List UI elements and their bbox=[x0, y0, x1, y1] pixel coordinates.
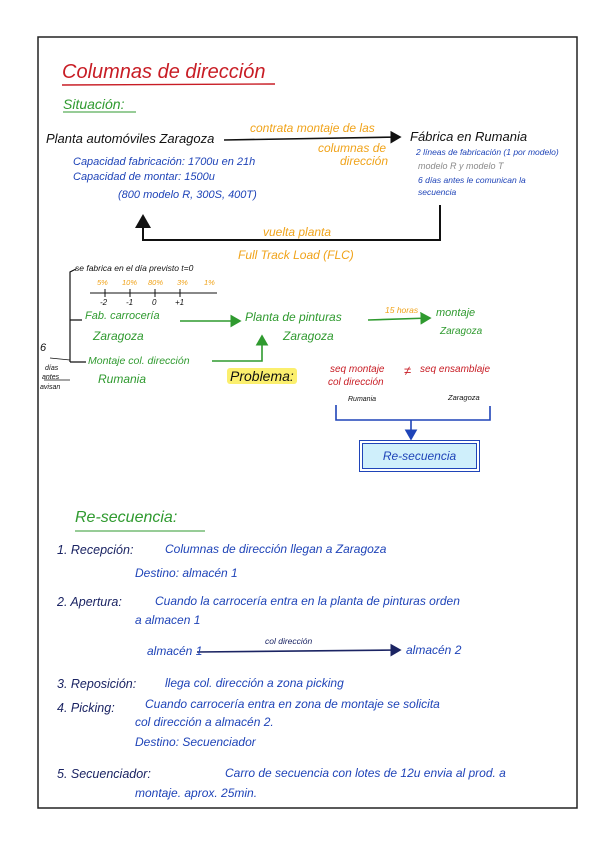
problem-place-a: Rumania bbox=[348, 396, 377, 403]
capacity-assembly: Capacidad de montar: 1500u bbox=[73, 171, 215, 183]
capacity-fabrication: Capacidad fabricación: 1700u en 21h bbox=[73, 156, 256, 168]
timeline-percent: 10% bbox=[122, 278, 138, 287]
problem-seq-assembly-sub: col dirección bbox=[328, 377, 384, 388]
transfer-from: almacén 1 bbox=[147, 644, 203, 658]
assembly-location: Zaragoza bbox=[440, 326, 483, 337]
side-note-text: avisan bbox=[40, 384, 61, 391]
step-1-label: 1. Recepción: bbox=[57, 543, 134, 557]
step-5-text: Carro de secuencia con lotes de 12u envi… bbox=[225, 766, 506, 780]
plant-label: Planta automóviles Zaragoza bbox=[46, 131, 215, 146]
timeline-tick-label: 0 bbox=[152, 298, 157, 307]
return-label: vuelta planta bbox=[263, 225, 332, 239]
paint-shop-label: Planta de pinturas bbox=[245, 310, 342, 324]
problem-not-equal: ≠ bbox=[404, 363, 412, 378]
body-shop-location: Zaragoza bbox=[93, 329, 144, 343]
transfer-arrow-icon bbox=[196, 643, 402, 657]
factory-note-sequence: secuencia bbox=[418, 187, 457, 197]
step-5-label: 5. Secuenciador: bbox=[57, 767, 151, 781]
situacion-heading: Situación: bbox=[63, 96, 125, 112]
paint-to-assembly-arrow-icon bbox=[367, 311, 432, 325]
resequence-box-label: Re-secuencia bbox=[382, 449, 457, 463]
step-3-label: 3. Reposición: bbox=[57, 677, 137, 691]
return-loop-arrow-icon bbox=[135, 205, 441, 241]
timeline-ticks bbox=[104, 289, 181, 297]
timeline-percent: 5% bbox=[97, 278, 108, 287]
step-4-text: Cuando carrocería entra en zona de monta… bbox=[145, 697, 440, 711]
step-4-text: col dirección a almacén 2. bbox=[135, 715, 274, 729]
factory-label: Fábrica en Rumania bbox=[410, 129, 528, 144]
transfer-to: almacén 2 bbox=[406, 643, 462, 657]
contract-line-3: dirección bbox=[340, 154, 389, 168]
problem-bracket bbox=[335, 405, 491, 421]
timeline-percent: 80% bbox=[148, 278, 164, 287]
step-2-text: Cuando la carrocería entra en la planta … bbox=[155, 594, 460, 608]
problem-label: Problema: bbox=[227, 368, 297, 384]
timeline-caption: se fabrica en el día previsto t=0 bbox=[75, 263, 194, 273]
paint-shop-location: Zaragoza bbox=[283, 329, 334, 343]
step-2-label: 2. Apertura: bbox=[57, 595, 122, 609]
step-4-label: 4. Picking: bbox=[57, 701, 115, 715]
timeline-tick-label: -1 bbox=[126, 298, 134, 307]
duration-label: 15 horas bbox=[385, 305, 419, 315]
problem-seq-assembly: seq montaje bbox=[330, 364, 385, 375]
factory-note-lines: 2 líneas de fabricación (1 por modelo) bbox=[416, 147, 559, 157]
side-note-text: antes bbox=[42, 374, 60, 381]
steering-assembly-location: Rumania bbox=[98, 372, 147, 386]
step-4-text: Destino: Secuenciador bbox=[135, 735, 256, 749]
problem-place-b: Zaragoza bbox=[448, 393, 480, 402]
factory-note-models: modelo R y modelo T bbox=[418, 161, 504, 171]
problem-seq-ensamble: seq ensamblaje bbox=[420, 364, 491, 375]
contract-line-1: contrata montaje de las bbox=[250, 121, 375, 135]
assembly-label: montaje bbox=[436, 307, 476, 319]
timeline-percent: 1% bbox=[204, 278, 215, 287]
side-note-text: días bbox=[45, 365, 59, 372]
left-bracket bbox=[69, 268, 86, 363]
resecuencia-heading: Re-secuencia: bbox=[75, 509, 178, 526]
body-shop-label: Fab. carrocería bbox=[85, 310, 160, 322]
page-title: Columnas de dirección bbox=[62, 61, 266, 83]
factory-note-notice: 6 días antes le comunican la bbox=[418, 175, 526, 185]
contract-arrow-icon bbox=[223, 130, 402, 144]
timeline-percent: 3% bbox=[177, 278, 188, 287]
step-1-text: Destino: almacén 1 bbox=[135, 566, 238, 580]
steering-to-paint-arrow-icon bbox=[212, 334, 269, 362]
side-note-marks bbox=[44, 357, 71, 381]
timeline-tick-label: -2 bbox=[100, 298, 108, 307]
steering-assembly-label: Montaje col. dirección bbox=[88, 355, 190, 367]
step-3-text: llega col. dirección a zona picking bbox=[165, 676, 344, 690]
capacity-breakdown: (800 modelo R, 300S, 400T) bbox=[118, 189, 257, 201]
ftl-label: Full Track Load (FLC) bbox=[238, 248, 354, 262]
step-2-text: a almacen 1 bbox=[135, 613, 201, 627]
step-1-text: Columnas de dirección llegan a Zaragoza bbox=[165, 542, 387, 556]
transfer-via: col dirección bbox=[265, 636, 313, 646]
step-5-text: montaje. aprox. 25min. bbox=[135, 786, 258, 800]
timeline-tick-label: +1 bbox=[175, 298, 185, 307]
side-note-number: 6 bbox=[40, 342, 47, 354]
contract-line-2: columnas de bbox=[318, 141, 387, 155]
title-underline bbox=[61, 83, 276, 86]
page-border bbox=[37, 36, 578, 809]
resequence-box: Re-secuencia bbox=[362, 443, 477, 469]
